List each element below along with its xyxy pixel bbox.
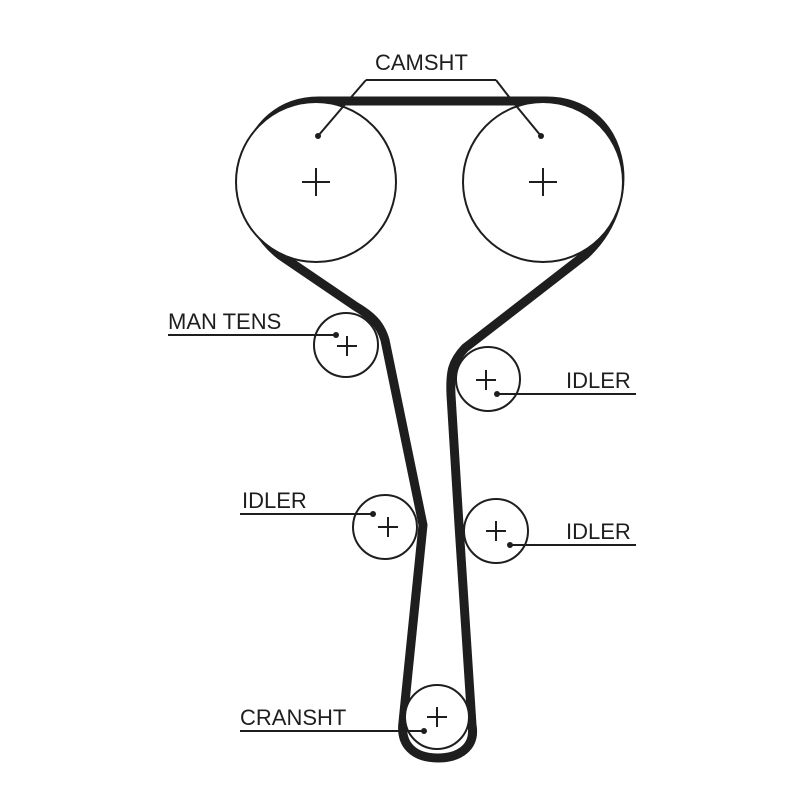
crankshaft-label: CRANSHT — [240, 705, 346, 730]
idler-right-bottom-label: IDLER — [566, 519, 631, 544]
idler-pulley-left — [352, 494, 418, 560]
idler-right-top-label: IDLER — [566, 368, 631, 393]
crankshaft-pulley — [404, 684, 470, 750]
camshaft-label: CAMSHT — [375, 50, 468, 75]
idler-pulley-right-bottom — [463, 498, 529, 564]
idler-right-top-leader — [494, 391, 636, 397]
man-tens-leader — [168, 332, 339, 338]
idler-left-label: IDLER — [242, 488, 307, 513]
man-tens-label: MAN TENS — [168, 309, 281, 334]
camshaft-leader — [315, 79, 544, 139]
camshaft-pulley-right — [462, 101, 624, 263]
crankshaft-leader — [240, 728, 427, 734]
idler-right-bottom-leader — [507, 542, 636, 548]
camshaft-pulley-left — [235, 101, 397, 263]
idler-left-leader — [240, 511, 376, 517]
idler-pulley-right-top — [455, 346, 521, 412]
manual-tensioner-pulley — [313, 312, 379, 378]
